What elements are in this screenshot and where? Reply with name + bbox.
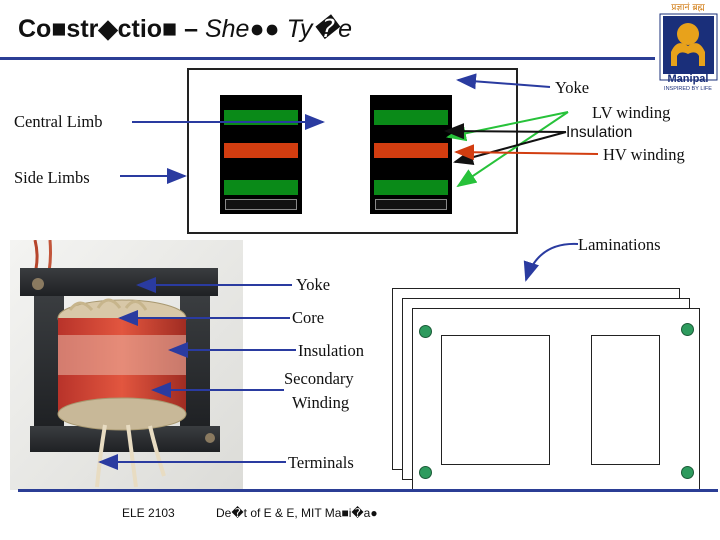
label-insulation-top: Insulation [566, 124, 633, 141]
label-side-limbs: Side Limbs [14, 168, 90, 187]
lamination-window-right [591, 335, 660, 465]
label-laminations: Laminations [578, 235, 661, 254]
left-window [220, 95, 302, 214]
insulation-left-bottom [225, 199, 297, 210]
lv-winding-right-lower [374, 180, 448, 195]
title-part-1: Co■str◆ctio■ – [18, 15, 199, 43]
footer-dept: De�t of E & E, MIT Ma■i�a● [216, 506, 378, 520]
hv-winding-right [374, 143, 448, 158]
lv-winding-left-lower [224, 180, 298, 195]
logo-tagline: INSPIRED BY LIFE [664, 86, 712, 92]
arrow-hv-winding [454, 144, 599, 161]
right-window [370, 95, 452, 214]
bolt-hole-bottom-right [681, 466, 694, 479]
label-hv-winding: HV winding [603, 145, 685, 164]
logo-name: Manipal [668, 73, 709, 85]
label-lv-winding: LV winding [592, 103, 671, 122]
bolt-hole-top-right [681, 323, 694, 336]
title-part-2: She●● Ty�e [204, 15, 353, 43]
logo-hindi-text: प्रज्ञानं ब्रह्म [671, 2, 705, 13]
title-divider [0, 57, 655, 60]
page-title: Co■str◆ctio■ – She●● Ty�e [18, 14, 352, 44]
lv-winding-right-upper [374, 110, 448, 125]
hv-winding-left [224, 143, 298, 158]
label-yoke-photo: Yoke [296, 275, 331, 294]
shell-core-diagram [187, 68, 518, 234]
arrow-lv-winding-a [446, 111, 569, 142]
label-winding: Winding [292, 393, 350, 412]
manipal-logo: प्रज्ञानं ब्रह्म Manipal INSPIRED BY LIF… [657, 0, 720, 92]
lamination-window-left [441, 335, 550, 465]
transformer-photo [10, 239, 243, 490]
label-secondary: Secondary [284, 369, 354, 388]
label-core-photo: Core [292, 308, 325, 327]
footer-divider [18, 489, 718, 492]
arrow-insulation-a [444, 123, 567, 140]
laminations-stack [392, 288, 702, 490]
arrow-lv-winding-b [456, 111, 569, 188]
label-central-limb: Central Limb [14, 112, 103, 131]
label-terminals: Terminals [288, 453, 354, 472]
arrow-laminations [523, 242, 579, 282]
arrow-insulation-b [453, 131, 567, 166]
lamination-sheet-front [412, 308, 700, 490]
footer-course: ELE 2103 [122, 506, 175, 520]
label-yoke-top: Yoke [555, 78, 590, 97]
insulation-right-bottom [375, 199, 447, 210]
bolt-hole-top-left [419, 325, 432, 338]
label-insulation-photo: Insulation [298, 341, 364, 360]
bolt-hole-bottom-left [419, 466, 432, 479]
arrow-yoke-top [456, 73, 551, 90]
